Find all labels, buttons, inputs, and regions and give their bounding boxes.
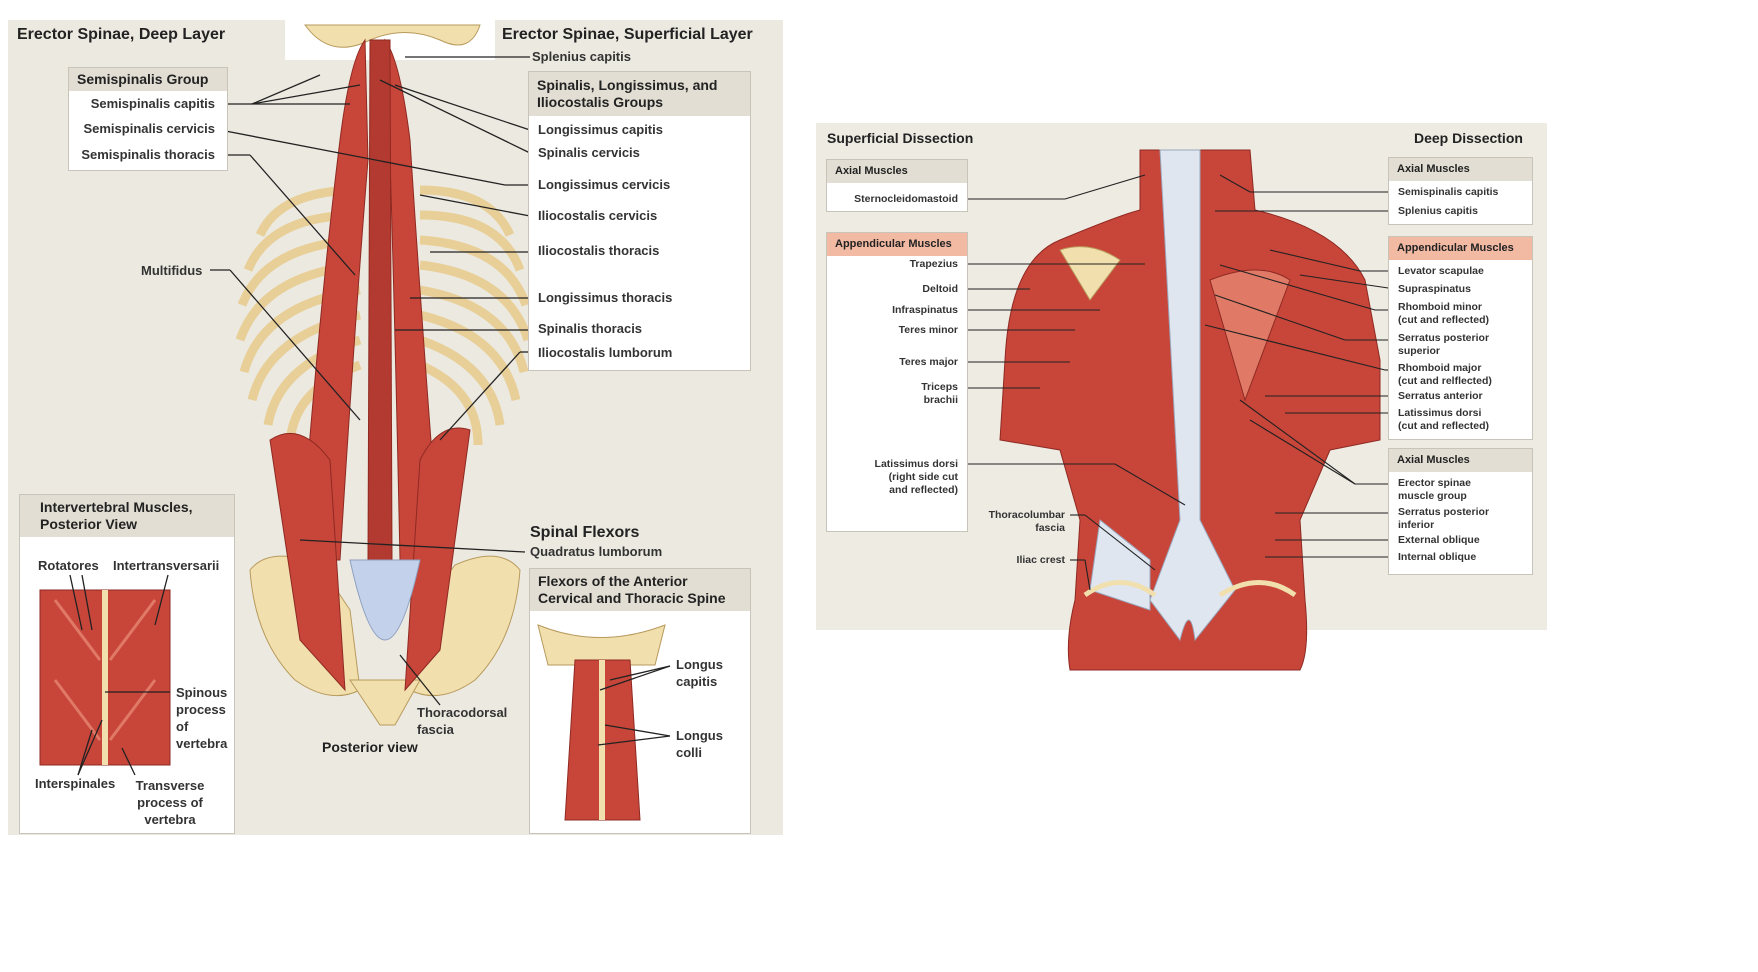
deep-axial-box: Axial Muscles [1388,157,1533,225]
label-sternocleidomastoid: Sternocleidomastoid [854,193,958,205]
superficial-layer-title: Erector Spinae, Superficial Layer [502,26,753,43]
label-serratus-posterior-inferior: Serratus posterior inferior [1398,506,1490,531]
label-semispinalis-capitis-deep: Semispinalis capitis [1398,186,1499,198]
label-iliocostalis-thoracis: Iliocostalis thoracis [538,243,660,258]
label-rhomboid-major: Rhomboid major (cut and relflected) [1398,362,1492,387]
deep-layer-title: Erector Spinae, Deep Layer [17,26,226,43]
label-semispinalis-capitis: Semispinalis capitis [90,96,215,111]
label-spinous-process: Spinous process of vertebra [176,685,228,751]
deep-appendicular-box: Appendicular Muscles [1388,236,1533,440]
spinal-flexors-title: Spinal Flexors [530,524,640,541]
intervertebral-title: Intervertebral Muscles, Posterior View [20,495,234,537]
label-serratus-anterior: Serratus anterior [1398,390,1483,402]
label-quadratus-lumborum: Quadratus lumborum [530,544,663,559]
anterior-flexors-title: Flexors of the Anterior Cervical and Tho… [530,569,750,611]
label-semispinalis-cervicis: Semispinalis cervicis [83,121,215,136]
slg-groups-title: Spinalis, Longissimus, and Iliocostalis … [529,72,750,116]
label-triceps-brachii: Triceps brachii [921,381,958,406]
label-serratus-posterior-superior: Serratus posterior superior [1398,332,1490,357]
label-longissimus-capitis: Longissimus capitis [538,122,663,137]
semispinalis-group-box: Semispinalis Group [68,67,228,171]
label-longissimus-cervicis: Longissimus cervicis [538,177,671,192]
label-deltoid: Deltoid [922,283,958,295]
label-multifidus: Multifidus [141,263,203,278]
deep-dissection-title: Deep Dissection [1414,130,1523,146]
label-thoracodorsal-fascia: Thoracodorsal fascia [417,705,508,737]
label-transverse-process: Transverse process of vertebra [135,778,205,827]
label-internal-oblique: Internal oblique [1398,551,1477,563]
superficial-dissection-title: Superficial Dissection [827,130,974,146]
deep-axial-title-2: Axial Muscles [1389,449,1532,472]
label-rhomboid-minor: Rhomboid minor (cut and reflected) [1398,301,1490,326]
deep-axial-title: Axial Muscles [1389,158,1532,181]
label-infraspinatus: Infraspinatus [892,304,958,316]
label-longus-capitis: Longus capitis [676,657,723,689]
label-external-oblique: External oblique [1398,534,1480,546]
label-interspinales: Interspinales [35,776,116,791]
label-thoracolumbar-fascia: Thoracolumbar fascia [988,509,1065,534]
posterior-view-caption: Posterior view [322,739,418,755]
deep-axial-box-2: Axial Muscles [1388,448,1533,575]
label-splenius-capitis: Splenius capitis [532,49,631,64]
label-longissimus-thoracis: Longissimus thoracis [538,290,673,305]
label-supraspinatus: Supraspinatus [1398,283,1471,295]
superficial-axial-box: Axial Muscles [826,159,968,212]
label-longus-colli: Longus colli [676,728,723,760]
label-trapezius: Trapezius [909,258,958,270]
label-teres-minor: Teres minor [898,324,958,336]
superficial-appendicular-title: Appendicular Muscles [827,233,967,256]
label-levator-scapulae: Levator scapulae [1398,265,1484,277]
semispinalis-group-title: Semispinalis Group [69,68,227,91]
label-latissimus-dorsi-left: Latissimus dorsi (right side cut and ref… [874,458,958,496]
label-latissimus-dorsi-right: Latissimus dorsi (cut and reflected) [1398,407,1490,432]
superficial-appendicular-box: Appendicular Muscles [826,232,968,532]
label-spinalis-cervicis: Spinalis cervicis [538,145,640,160]
label-intertransversarii: Intertransversarii [113,558,220,573]
label-rotatores: Rotatores [38,558,99,573]
label-spinalis-thoracis: Spinalis thoracis [538,321,643,336]
anterior-flexors-box: Flexors of the Anterior Cervical and Tho… [529,568,751,834]
label-teres-major: Teres major [899,356,958,368]
label-iliocostalis-lumborum: Iliocostalis lumborum [538,345,673,360]
label-splenius-capitis-deep: Splenius capitis [1398,205,1478,217]
label-iliocostalis-cervicis: Iliocostalis cervicis [538,208,658,223]
label-semispinalis-thoracis: Semispinalis thoracis [81,147,215,162]
label-erector-spinae: Erector spinae muscle group [1398,477,1471,502]
superficial-axial-title: Axial Muscles [827,160,967,183]
slg-groups-box: Spinalis, Longissimus, and Iliocostalis … [528,71,751,371]
deep-appendicular-title: Appendicular Muscles [1389,237,1532,260]
label-iliac-crest: Iliac crest [1016,554,1065,566]
